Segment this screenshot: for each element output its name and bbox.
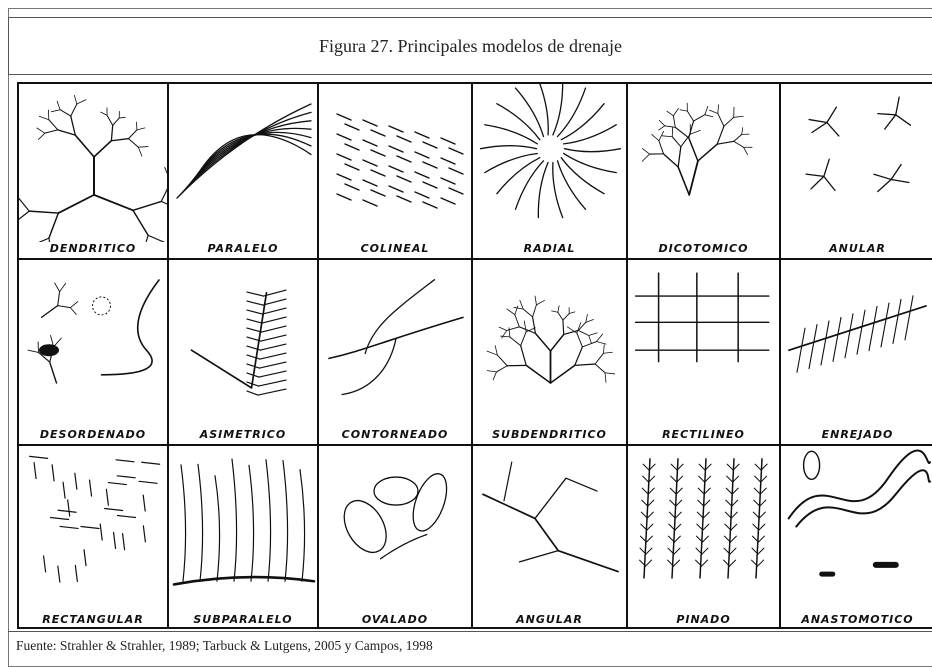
pattern-cell-anular: ANULAR	[781, 84, 932, 260]
pattern-label: ANASTOMOTICO	[781, 613, 932, 626]
pattern-cell-pinado: PINADO	[628, 446, 781, 629]
dichotomic-drainage-icon	[628, 84, 781, 242]
pattern-label: ANGULAR	[473, 613, 626, 626]
pattern-cell-dendritico: DENDRITICO	[19, 84, 169, 260]
pattern-label: CONTORNEADO	[319, 428, 471, 441]
pattern-label: ENREJADO	[781, 428, 932, 441]
pattern-label: DENDRITICO	[19, 242, 167, 255]
parallel-drainage-icon	[169, 84, 319, 242]
oval-drainage-icon	[319, 446, 473, 611]
pattern-label: ASIMETRICO	[169, 428, 317, 441]
collinear-drainage-icon	[319, 84, 473, 242]
pattern-cell-rectilineo: RECTILINEO	[628, 260, 781, 446]
pinnate-drainage-icon	[628, 446, 781, 611]
pattern-label: COLINEAL	[319, 242, 471, 255]
annular-drainage-icon	[781, 84, 932, 242]
pattern-label: DICOTOMICO	[628, 242, 779, 255]
pattern-cell-subdendritico: SUBDENDRITICO	[473, 260, 628, 446]
figure-title: Figura 27. Principales modelos de drenaj…	[319, 36, 622, 57]
deranged-drainage-icon	[19, 260, 169, 428]
pattern-cell-dicotomico: DICOTOMICO	[628, 84, 781, 260]
pattern-label: DESORDENADO	[19, 428, 167, 441]
rectangular-drainage-icon	[19, 446, 169, 611]
pattern-label: ANULAR	[781, 242, 932, 255]
rectilinear-drainage-icon	[628, 260, 781, 428]
radial-drainage-icon	[473, 84, 628, 242]
pattern-cell-subparalelo: SUBPARALELO	[169, 446, 319, 629]
contorted-drainage-icon	[319, 260, 473, 428]
pattern-label: PINADO	[628, 613, 779, 626]
pattern-label: SUBPARALELO	[169, 613, 317, 626]
pattern-cell-paralelo: PARALELO	[169, 84, 319, 260]
pattern-cell-contorneado: CONTORNEADO	[319, 260, 473, 446]
angular-drainage-icon	[473, 446, 628, 611]
figure-title-box: Figura 27. Principales modelos de drenaj…	[8, 17, 932, 75]
figure-source-box: Fuente: Strahler & Strahler, 1989; Tarbu…	[8, 631, 932, 659]
figure-source: Fuente: Strahler & Strahler, 1989; Tarbu…	[16, 638, 433, 654]
anastomotic-drainage-icon	[781, 446, 932, 611]
pattern-cell-anastomotico: ANASTOMOTICO	[781, 446, 932, 629]
pattern-label: PARALELO	[169, 242, 317, 255]
pattern-cell-colineal: COLINEAL	[319, 84, 473, 260]
pattern-label: RADIAL	[473, 242, 626, 255]
subparallel-drainage-icon	[169, 446, 319, 611]
pattern-cell-asimetrico: ASIMETRICO	[169, 260, 319, 446]
asymmetric-drainage-icon	[169, 260, 319, 428]
pattern-label: RECTILINEO	[628, 428, 779, 441]
pattern-cell-radial: RADIAL	[473, 84, 628, 260]
subdendritic-drainage-icon	[473, 260, 628, 428]
pattern-label: RECTANGULAR	[19, 613, 167, 626]
pattern-cell-angular: ANGULAR	[473, 446, 628, 629]
dendritic-drainage-icon	[19, 84, 169, 242]
pattern-label: SUBDENDRITICO	[473, 428, 626, 441]
pattern-cell-rectangular: RECTANGULAR	[19, 446, 169, 629]
pattern-cell-ovalado: OVALADO	[319, 446, 473, 629]
pattern-cell-desordenado: DESORDENADO	[19, 260, 169, 446]
pattern-cell-enrejado: ENREJADO	[781, 260, 932, 446]
pattern-label: OVALADO	[319, 613, 471, 626]
trellis-drainage-icon	[781, 260, 932, 428]
